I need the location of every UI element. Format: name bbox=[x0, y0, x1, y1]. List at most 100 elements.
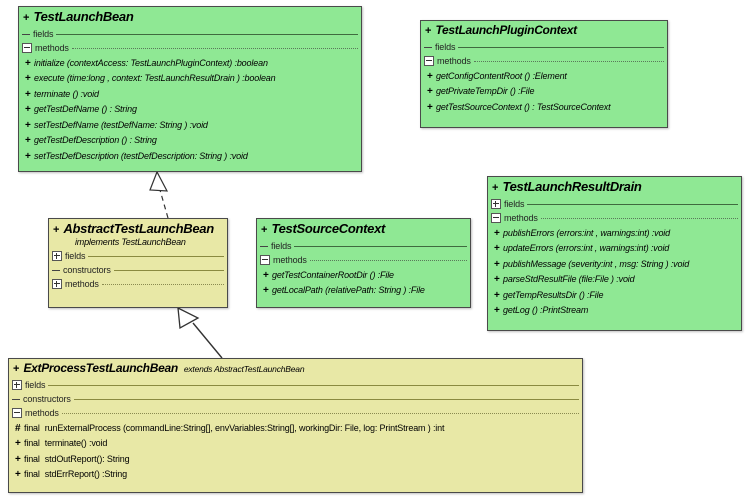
section-label-methods: methods bbox=[65, 279, 99, 290]
member-row[interactable]: +execute (time:long , context: TestLaunc… bbox=[25, 71, 355, 87]
section-header-methods[interactable]: methods bbox=[491, 211, 738, 225]
section-header-constructors[interactable]: constructors bbox=[12, 392, 579, 406]
section-header-fields[interactable]: fields bbox=[491, 197, 738, 211]
member-visibility: + bbox=[15, 469, 21, 481]
member-row[interactable]: +setTestDefName (testDefName: String ) :… bbox=[25, 118, 355, 134]
collapse-minus-icon[interactable] bbox=[12, 407, 22, 418]
section-dash-icon bbox=[12, 395, 20, 403]
section-dash-icon bbox=[424, 43, 432, 51]
member-signature: terminate () :void bbox=[34, 88, 99, 99]
member-row[interactable]: +terminate () :void bbox=[25, 87, 355, 103]
member-row[interactable]: +getTestSourceContext () : TestSourceCon… bbox=[427, 100, 661, 116]
class-name: TestSourceContext bbox=[271, 221, 386, 236]
member-row[interactable]: +getTestDefName () : String bbox=[25, 102, 355, 118]
member-row[interactable]: +getLocalPath (relativePath: String ) :F… bbox=[263, 283, 464, 299]
member-row[interactable]: +getTestDefDescription () : String bbox=[25, 133, 355, 149]
connector-realization-abstract-to-interface bbox=[149, 170, 169, 219]
section-methods: methods +getTestContainerRootDir () :File… bbox=[257, 253, 470, 302]
member-row[interactable]: +getConfigContentRoot () :Element bbox=[427, 69, 661, 85]
member-row[interactable]: +setTestDefDescription (testDefDescripti… bbox=[25, 149, 355, 165]
section-label-methods: methods bbox=[273, 254, 307, 265]
section-header-fields[interactable]: fields bbox=[22, 27, 358, 41]
member-row[interactable]: +getTestContainerRootDir () :File bbox=[263, 268, 464, 284]
member-signature: parseStdResultFile (file:File ) :void bbox=[503, 274, 635, 285]
expand-plus-icon[interactable] bbox=[12, 379, 22, 390]
connector-generalization-ext-to-abstract bbox=[177, 306, 223, 359]
class-header-TestLaunchBean: +TestLaunchBean bbox=[19, 7, 361, 27]
member-row[interactable]: +publishErrors (errors:int , warnings:in… bbox=[494, 226, 735, 242]
section-rule bbox=[540, 217, 738, 219]
member-row[interactable]: +parseStdResultFile (file:File ) :void bbox=[494, 272, 735, 288]
section-header-methods[interactable]: methods bbox=[22, 41, 358, 55]
member-row[interactable]: +getLog () :PrintStream bbox=[494, 303, 735, 319]
member-visibility: + bbox=[25, 150, 31, 162]
member-row[interactable]: +publishMessage (severity:int , msg: Str… bbox=[494, 257, 735, 273]
uml-class-TestLaunchPluginContext[interactable]: + TestLaunchPluginContext fields methods +ge… bbox=[420, 20, 668, 128]
member-visibility: + bbox=[25, 88, 31, 100]
class-title-row: +TestSourceContext bbox=[261, 221, 466, 237]
expand-plus-icon[interactable] bbox=[491, 198, 501, 209]
section-fields: fields bbox=[488, 197, 741, 211]
section-rule bbox=[56, 33, 358, 35]
member-signature: publishErrors (errors:int , warnings:int… bbox=[503, 227, 671, 238]
section-header-constructors[interactable]: constructors bbox=[52, 263, 224, 277]
member-row[interactable]: +updateErrors (errors:int , warnings:int… bbox=[494, 241, 735, 257]
section-label-methods: methods bbox=[437, 55, 471, 66]
member-visibility: + bbox=[25, 104, 31, 116]
section-label-constructors: constructors bbox=[23, 393, 71, 404]
member-signature: runExternalProcess (commandLine:String[]… bbox=[44, 422, 445, 433]
section-header-methods[interactable]: methods bbox=[52, 277, 224, 291]
member-modifier: final bbox=[24, 438, 40, 449]
member-signature: initialize (contextAccess: TestLaunchPlu… bbox=[34, 57, 268, 68]
class-title-row: +TestLaunchBean bbox=[23, 9, 357, 25]
collapse-minus-icon[interactable] bbox=[260, 254, 270, 265]
section-rule bbox=[71, 47, 358, 49]
member-visibility: + bbox=[427, 101, 433, 113]
section-rule bbox=[88, 256, 224, 258]
collapse-minus-icon[interactable] bbox=[22, 42, 32, 53]
section-rule bbox=[309, 259, 467, 261]
member-modifier: final bbox=[24, 422, 40, 433]
section-header-fields[interactable]: fields bbox=[260, 239, 467, 253]
section-header-fields[interactable]: fields bbox=[424, 40, 664, 54]
section-header-methods[interactable]: methods bbox=[260, 253, 467, 267]
collapse-minus-icon[interactable] bbox=[424, 55, 434, 66]
realization-arrowhead bbox=[149, 170, 169, 192]
section-label-fields: fields bbox=[65, 251, 86, 262]
section-label-fields: fields bbox=[33, 28, 54, 39]
class-name: TestLaunchPluginContext bbox=[435, 23, 577, 37]
collapse-minus-icon[interactable] bbox=[491, 212, 501, 223]
expand-plus-icon[interactable] bbox=[52, 251, 62, 262]
section-label-fields: fields bbox=[435, 41, 456, 52]
section-header-fields[interactable]: fields bbox=[12, 378, 579, 392]
member-signature: getTestSourceContext () : TestSourceCont… bbox=[436, 101, 611, 112]
member-signature: getLog () :PrintStream bbox=[503, 305, 589, 316]
section-fields: fields bbox=[257, 239, 470, 253]
member-row[interactable]: +getPrivateTempDir () :File bbox=[427, 84, 661, 100]
expand-plus-icon[interactable] bbox=[52, 279, 62, 290]
section-header-methods[interactable]: methods bbox=[12, 406, 579, 420]
section-constructors: constructors bbox=[49, 263, 227, 277]
member-visibility: + bbox=[15, 438, 21, 450]
realization-line bbox=[159, 189, 169, 219]
member-visibility: + bbox=[263, 269, 269, 281]
section-header-fields[interactable]: fields bbox=[52, 249, 224, 263]
section-label-fields: fields bbox=[271, 240, 292, 251]
member-visibility: + bbox=[25, 73, 31, 85]
member-row[interactable]: +initialize (contextAccess: TestLaunchPl… bbox=[25, 56, 355, 72]
member-row[interactable]: +getTempResultsDir () :File bbox=[494, 288, 735, 304]
section-header-methods[interactable]: methods bbox=[424, 54, 664, 68]
class-name: TestLaunchBean bbox=[33, 9, 134, 24]
